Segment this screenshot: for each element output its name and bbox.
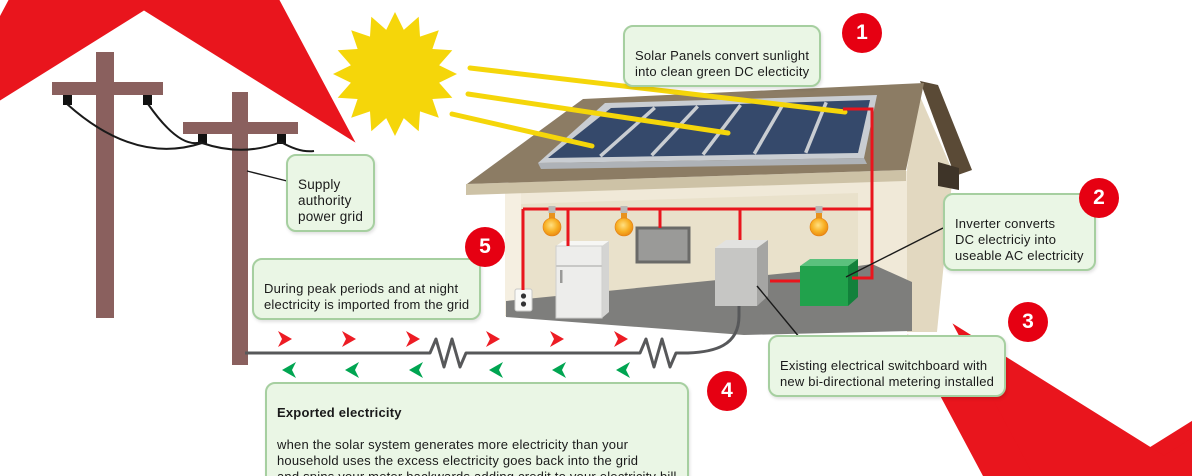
sun-rays <box>449 65 848 149</box>
step-5-text: During peak periods and at night electri… <box>264 281 470 312</box>
step-2-callout: Inverter converts DC electriciy into use… <box>943 193 1096 271</box>
step-4-callout: Exported electricity when the solar syst… <box>265 382 689 476</box>
grid-connection-wire <box>245 306 741 369</box>
wall-tv <box>635 226 691 264</box>
step-2-text: Inverter converts DC electriciy into use… <box>955 216 1084 263</box>
step-1-badge: 1 <box>842 13 882 53</box>
step-4-text: when the solar system generates more ele… <box>277 437 676 476</box>
step-3-text: Existing electrical switchboard with new… <box>780 358 995 389</box>
overhead-power-lines <box>66 103 315 153</box>
step-4-title: Exported electricity <box>277 405 402 420</box>
step-3-badge: 3 <box>1008 302 1048 342</box>
switchboard <box>715 240 768 306</box>
inverter <box>800 259 858 306</box>
supply-authority-text: Supply authority power grid <box>298 177 364 224</box>
step-3-callout: Existing electrical switchboard with new… <box>768 335 1007 397</box>
step-1-callout: Solar Panels convert sunlight into clean… <box>623 25 822 87</box>
roof-fascia <box>466 170 906 195</box>
light-bulb <box>809 206 829 237</box>
step-5-badge: 5 <box>465 227 505 267</box>
gable-roof-edge <box>920 81 972 176</box>
power-outlet <box>514 288 533 312</box>
step-4-badge: 4 <box>707 371 747 411</box>
export-electricity-arrows <box>282 362 630 378</box>
import-electricity-arrows <box>278 331 628 347</box>
light-bulbs <box>542 206 829 237</box>
power-pole-right <box>183 92 298 365</box>
power-pole-left <box>52 52 163 318</box>
left-wall-strip <box>505 190 521 316</box>
sun-illustration <box>333 12 457 136</box>
callout-pointer-lines <box>246 170 944 339</box>
fridge <box>555 241 609 319</box>
light-bulb <box>614 206 634 237</box>
step-5-callout: During peak periods and at night electri… <box>252 258 482 320</box>
supply-authority-callout: Supply authority power grid <box>286 154 376 232</box>
gable-roof-endcap <box>938 162 959 190</box>
step-1-text: Solar Panels convert sunlight into clean… <box>635 48 810 79</box>
gable-side-wall <box>907 94 953 332</box>
light-bulb <box>542 206 562 237</box>
step-2-badge: 2 <box>1079 178 1119 218</box>
